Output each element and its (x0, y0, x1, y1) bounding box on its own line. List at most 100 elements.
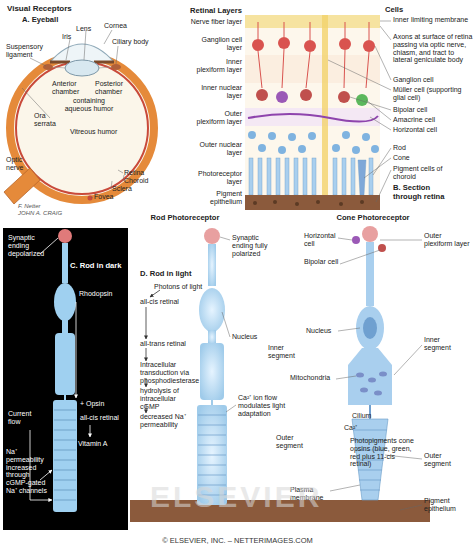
part-label: Current flow (8, 410, 32, 426)
retina-section (285, 158, 289, 195)
panel-heading: B. Section through retina (393, 184, 455, 201)
rod-in-dark (98, 452, 118, 465)
part-label: + Opsin (80, 400, 125, 408)
retina-section (294, 158, 298, 195)
retina-section (245, 195, 380, 210)
cone-photoreceptor (394, 345, 422, 375)
retina-section (342, 131, 350, 139)
cone-photoreceptor (366, 242, 374, 306)
rod-in-dark (54, 480, 76, 481)
cone-photoreceptor (353, 430, 387, 431)
rod-in-dark (54, 500, 76, 501)
eyeball (43, 64, 53, 70)
cone-photoreceptor (358, 470, 382, 471)
leader-line (116, 46, 118, 64)
retina-section (273, 200, 277, 204)
retina-section (248, 114, 378, 122)
leader-line (91, 197, 93, 198)
cone-photoreceptor (330, 485, 360, 491)
retina-section (248, 131, 379, 154)
rod-in-light (150, 290, 160, 297)
cone-photoreceptor (336, 376, 356, 379)
rod-in-light (146, 307, 147, 339)
retina-section (310, 22, 311, 40)
retina-section (253, 200, 364, 206)
retina-section (369, 158, 373, 195)
retina-section (245, 15, 380, 210)
rod-in-light (146, 348, 147, 361)
part-label: Pigment cells of choroid (393, 165, 455, 181)
rod-in-dark (62, 243, 68, 283)
part-label: all-cis retinal (140, 298, 198, 306)
part-label: Cornea (104, 22, 139, 30)
part-label: Outer plexiform layer (196, 110, 242, 126)
part-label: Müller cell (supporting glial cell) (393, 86, 473, 102)
part-label: Outer nuclear layer (196, 141, 242, 157)
part-label: Lens (76, 25, 101, 33)
rod-in-light (198, 455, 226, 456)
panel-heading: Cone Photoreceptor (318, 214, 428, 223)
rod-in-dark (40, 470, 52, 480)
cone-photoreceptor (378, 244, 386, 252)
part-label: Suspensory ligament (6, 43, 48, 59)
part-label: Outer segment (424, 452, 468, 468)
part-label: Ganglion cell (393, 76, 473, 84)
retina-section (258, 22, 259, 39)
retina-section (258, 158, 262, 195)
cone-photoreceptor (368, 378, 376, 383)
part-label: Ca²⁺ ion flow modulates light adaptation (238, 394, 293, 417)
part-label: Horizontal cell (304, 232, 340, 248)
rod-in-dark (30, 500, 52, 501)
panel-heading: C. Rod in dark (70, 262, 126, 271)
retina-section (342, 158, 346, 195)
part-label: JOHN A. CRAIG (18, 210, 68, 217)
cone-photoreceptor (359, 480, 381, 481)
retina-section (245, 108, 380, 126)
retina-section (258, 144, 266, 152)
rod-in-dark (62, 320, 68, 334)
part-label: Vitamin A (78, 440, 120, 448)
rod-in-light (226, 405, 236, 412)
rod-in-dark (58, 229, 72, 243)
part-label: Cone (393, 154, 453, 162)
part-label: Fovea (94, 193, 129, 201)
retina-section (369, 22, 370, 40)
retina-section (284, 22, 285, 37)
cone-photoreceptor (360, 490, 380, 491)
eyeball (111, 64, 121, 70)
retina-section (303, 158, 307, 195)
cone-photoreceptor (400, 505, 422, 510)
retina-section (333, 158, 337, 195)
part-label: Photons of light (154, 283, 214, 291)
panel-heading: A. Eyeball (22, 16, 82, 25)
rod-in-light (200, 343, 224, 400)
eyeball (53, 67, 66, 68)
copyright-caption: © ELSEVIER, INC. – NETTERIMAGES.COM (0, 536, 475, 545)
part-label: Synaptic ending depolarized (8, 234, 54, 257)
eyeball (50, 44, 114, 62)
retina-section (344, 50, 345, 88)
retina-section (245, 15, 380, 28)
retina-section (278, 146, 286, 154)
leader-line (366, 100, 391, 120)
cone-photoreceptor (356, 306, 384, 350)
part-label: Iris (62, 33, 82, 41)
part-label: F. Netter (18, 203, 58, 210)
panel-heading: Retinal Layers (172, 7, 242, 16)
leader-line (111, 181, 112, 189)
retina-section (366, 52, 369, 88)
part-label: Inner segment (268, 344, 298, 360)
cone-photoreceptor (352, 236, 360, 244)
retina-section (249, 158, 253, 195)
rod-in-dark (54, 420, 76, 421)
rod-in-dark (76, 302, 77, 398)
cone-photoreceptor (338, 328, 360, 331)
rod-in-light (130, 228, 295, 522)
part-label: Outer plexiform layer (424, 232, 470, 248)
part-label: Rhodopsin (79, 290, 124, 298)
part-label: Horizontal cell (393, 126, 473, 134)
diagram-title: Visual Receptors (7, 4, 72, 13)
retina-section (276, 91, 288, 103)
cone-photoreceptor (356, 372, 387, 396)
rod-in-light (220, 237, 230, 240)
